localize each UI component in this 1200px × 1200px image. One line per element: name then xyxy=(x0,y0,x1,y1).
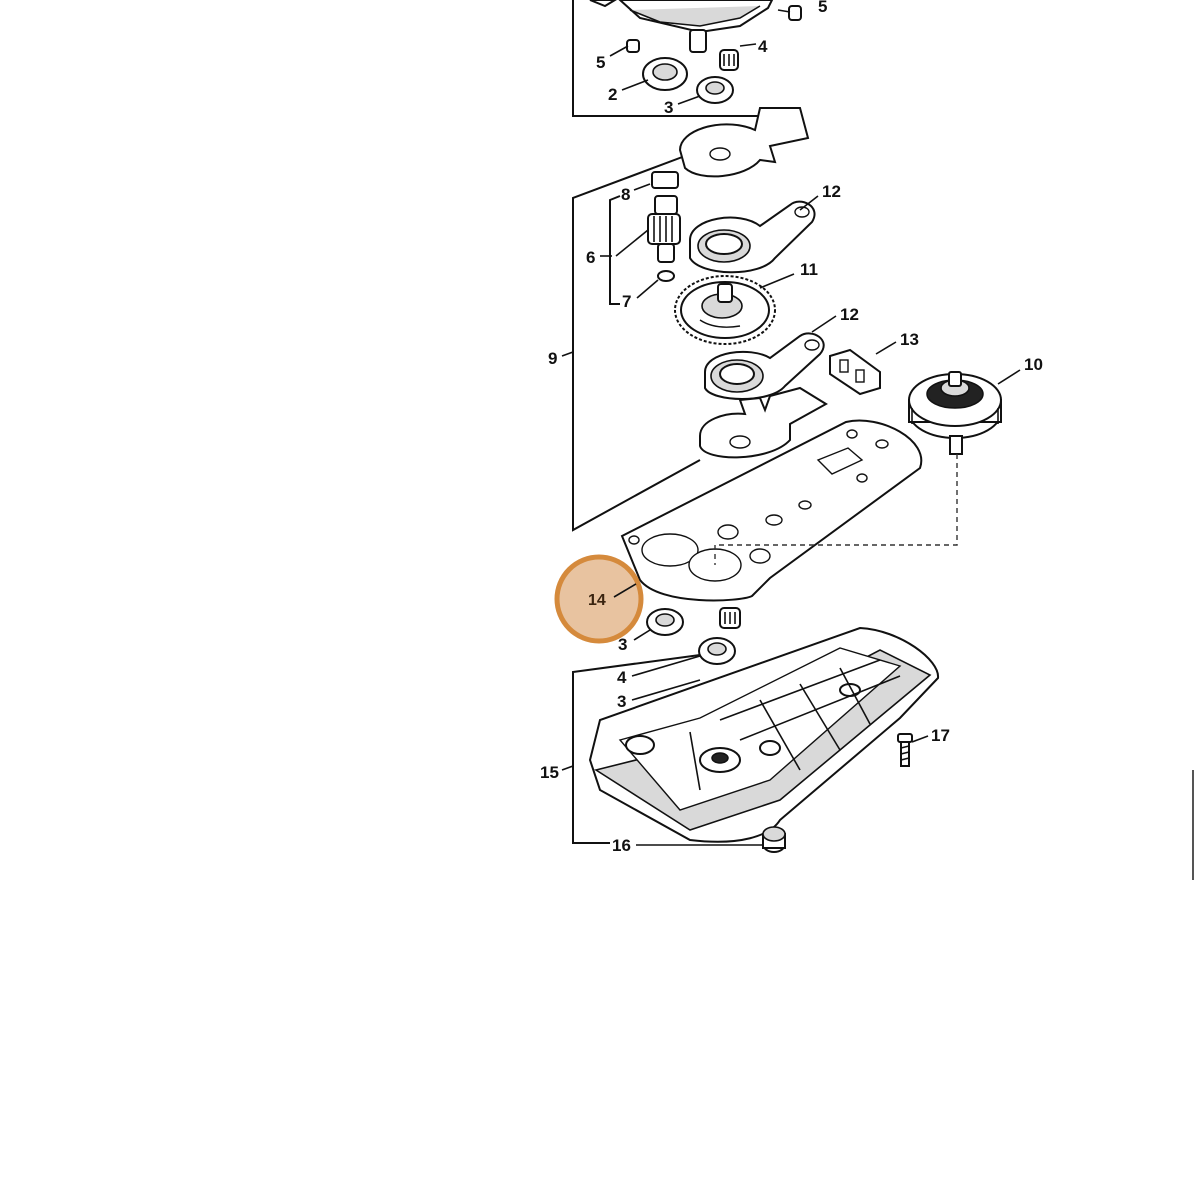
bearing-3b xyxy=(646,608,684,636)
callout-6: 6 xyxy=(586,248,595,267)
callout-4b: 4 xyxy=(617,668,627,687)
callout-10: 10 xyxy=(1024,355,1043,374)
sleeve-5a xyxy=(626,39,640,53)
top-group-bracket xyxy=(572,0,760,117)
highlight-callout-14[interactable]: 14 xyxy=(554,554,644,644)
group-6-bracket xyxy=(609,195,621,305)
leader-lines xyxy=(609,9,1021,846)
callout-16: 16 xyxy=(612,836,631,855)
callout-3b: 3 xyxy=(618,635,627,654)
housing-cover-15 xyxy=(588,626,940,843)
spur-gear-11 xyxy=(674,275,776,345)
connecting-rod-12b xyxy=(704,332,825,400)
callout-5a: 5 xyxy=(596,53,605,72)
connecting-rod-12a xyxy=(689,200,816,274)
bearing-3c xyxy=(698,637,736,665)
slider-plate-bottom xyxy=(699,386,828,459)
slider-plate-top xyxy=(678,107,810,178)
callout-7: 7 xyxy=(622,292,631,311)
pinion-6 xyxy=(647,171,681,263)
callout-2: 2 xyxy=(608,85,617,104)
callout-5b: 5 xyxy=(818,0,827,16)
callout-3c: 3 xyxy=(617,692,626,711)
plug-16 xyxy=(762,826,786,853)
callout-3a: 3 xyxy=(664,98,673,117)
right-edge-fragment xyxy=(1192,770,1200,880)
dashed-alignment-line xyxy=(714,454,958,565)
bevel-gear-10 xyxy=(908,371,1002,455)
needle-bearing-4a xyxy=(719,49,739,71)
group-15-bracket xyxy=(572,654,701,844)
gasket-14 xyxy=(620,419,923,602)
top-gear-housing xyxy=(589,0,774,53)
sleeve-5b xyxy=(788,5,802,21)
callout-labels: 5 5 4 2 3 8 12 6 11 7 12 13 9 10 3 4 3 1… xyxy=(540,0,1043,855)
callout-11: 11 xyxy=(800,260,818,279)
callout-4a: 4 xyxy=(758,37,768,56)
callout-13: 13 xyxy=(900,330,919,349)
callout-12a: 12 xyxy=(822,182,841,201)
bearing-3a xyxy=(696,76,734,104)
o-ring-7 xyxy=(657,270,675,282)
callout-15: 15 xyxy=(540,763,559,782)
callout-8: 8 xyxy=(621,185,630,204)
callout-9: 9 xyxy=(548,349,557,368)
highlight-circle[interactable] xyxy=(554,554,644,644)
bearing-2 xyxy=(642,57,688,91)
group-9-bracket xyxy=(572,152,701,532)
screw-17 xyxy=(897,733,913,767)
callout-12b: 12 xyxy=(840,305,859,324)
callout-14: 14 xyxy=(588,592,606,609)
needle-bearing-4b xyxy=(719,607,741,629)
callout-17: 17 xyxy=(931,726,950,745)
clip-13 xyxy=(829,348,881,396)
